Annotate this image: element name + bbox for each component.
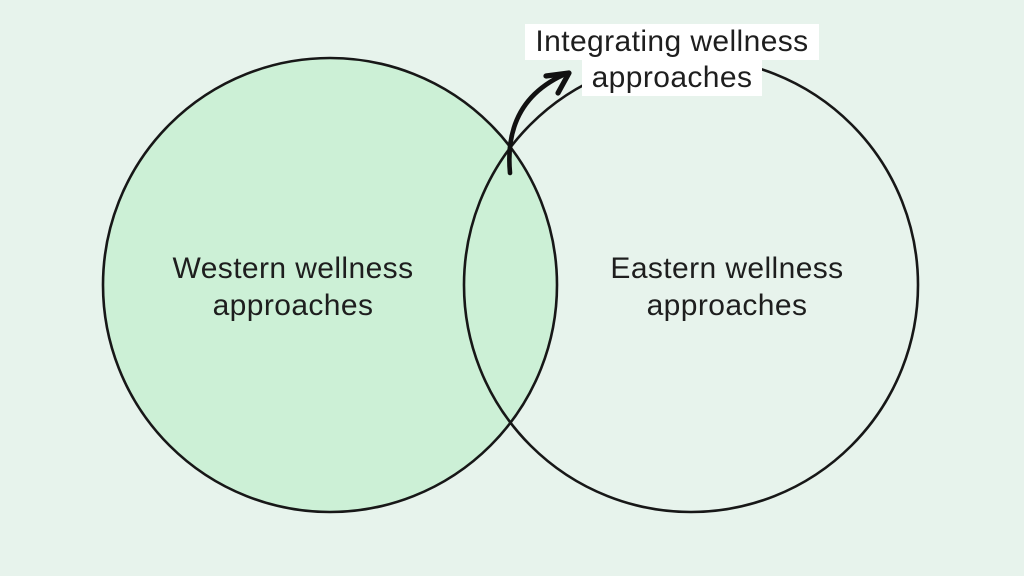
left-circle xyxy=(101,56,559,514)
right-circle-label-line1: Eastern wellness xyxy=(610,252,844,285)
left-circle-label-line2: approaches xyxy=(212,289,374,322)
integration-label-line1: Integrating wellness xyxy=(525,24,819,60)
integration-label-line2: approaches xyxy=(581,60,763,96)
left-circle-label: Western wellness approaches xyxy=(123,250,463,324)
left-circle-label-line1: Western wellness xyxy=(172,252,414,285)
right-circle-label-line2: approaches xyxy=(646,289,808,322)
right-circle-label: Eastern wellness approaches xyxy=(557,250,897,324)
integration-label: Integrating wellness approaches xyxy=(492,24,852,96)
